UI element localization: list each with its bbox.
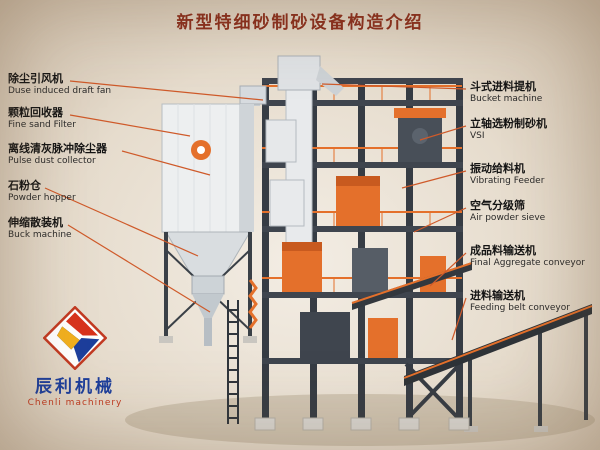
label-pulse-dust-collector: 离线清灰脉冲除尘器 Pulse dust collector: [8, 142, 107, 168]
lower-equipment: [300, 312, 398, 358]
vsi-machine: [394, 108, 446, 162]
label-en: Final Aggregate conveyor: [470, 258, 585, 269]
label-zh: 进料输送机: [470, 289, 525, 302]
label-zh: 斗式进料提机: [470, 80, 536, 93]
upper-cabinet: [265, 119, 297, 163]
label-zh: 空气分级筛: [470, 199, 525, 212]
logo-name-en: Chenli machinery: [27, 398, 123, 408]
logo-mark-icon: [43, 306, 107, 370]
leader-lines: [44, 80, 467, 341]
label-zh: 伸缩散装机: [8, 216, 63, 229]
label-en: Bucket machine: [470, 94, 543, 105]
label-en: VSI: [470, 131, 485, 142]
label-powder-hopper: 石粉仓 Powder hopper: [8, 179, 76, 205]
logo-name-zh: 辰利机械: [35, 377, 115, 397]
label-en: Fine sand Filter: [8, 120, 76, 131]
label-vsi: 立轴选粉制砂机 VSI: [470, 117, 595, 143]
label-buck-machine: 伸缩散装机 Buck machine: [8, 216, 72, 242]
screw-auger: [248, 279, 258, 329]
label-en: Air powder sieve: [470, 213, 546, 224]
label-dust-induced-draft-fan: 除尘引风机 Duse induced draft fan: [8, 72, 111, 98]
concrete-footings: [254, 417, 470, 431]
label-final-aggregate-conveyor: 成品料输送机 Final Aggregate conveyor: [470, 244, 595, 270]
label-zh: 石粉仓: [8, 179, 41, 192]
feeding-belt-conveyor: [403, 304, 593, 432]
page-title: 新型特细砂制砂设备构造介绍: [176, 13, 424, 33]
label-zh: 立轴选粉制砂机: [470, 117, 547, 130]
label-air-powder-sieve: 空气分级筛 Air powder sieve: [470, 199, 595, 225]
label-zh: 离线清灰脉冲除尘器: [8, 142, 107, 155]
label-en: Pulse dust collector: [8, 156, 96, 167]
label-zh: 振动给料机: [470, 162, 525, 175]
label-en: Powder hopper: [8, 193, 76, 204]
label-fine-sand-filter: 颗粒回收器 Fine sand Filter: [8, 106, 76, 132]
label-en: Feeding belt conveyor: [470, 303, 570, 314]
vibrating-feeder-machine: [269, 176, 380, 227]
label-bucket-machine: 斗式进料提机 Bucket machine: [470, 80, 595, 106]
final-aggregate-conveyor: [351, 262, 473, 310]
label-vibrating-feeder: 振动给料机 Vibrating Feeder: [470, 162, 595, 188]
label-zh: 除尘引风机: [8, 72, 63, 85]
label-en: Vibrating Feeder: [470, 176, 545, 187]
label-en: Duse induced draft fan: [8, 86, 112, 97]
label-feeding-belt-conveyor: 进料输送机 Feeding belt conveyor: [470, 289, 595, 315]
label-zh: 颗粒回收器: [8, 106, 63, 119]
label-zh: 成品料输送机: [470, 244, 536, 257]
access-ladder: [227, 300, 239, 424]
label-en: Buck machine: [8, 230, 72, 241]
powder-hopper: [191, 275, 258, 346]
company-logo: 辰利机械 Chenli machinery: [16, 306, 134, 408]
